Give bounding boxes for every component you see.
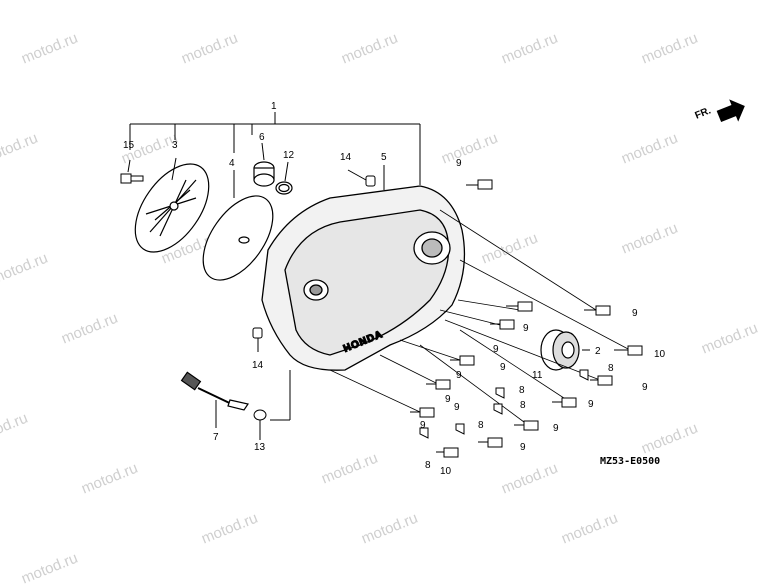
dowel-pin-14-top bbox=[365, 175, 376, 187]
callout-7: 7 bbox=[213, 432, 219, 443]
callout-3: 3 bbox=[172, 140, 178, 151]
callout-1: 1 bbox=[271, 101, 277, 112]
callout-10a: 10 bbox=[654, 349, 666, 360]
bolt-icons bbox=[410, 179, 643, 458]
case-cover: HONDA bbox=[261, 185, 466, 371]
callout-9k: 9 bbox=[642, 382, 648, 393]
bolt-15-icon bbox=[120, 173, 144, 184]
o-ring-12 bbox=[275, 181, 293, 195]
callout-9j: 9 bbox=[520, 442, 526, 453]
dowel-pin-14-bottom bbox=[252, 327, 263, 339]
washer-13 bbox=[253, 409, 267, 421]
callout-9d: 9 bbox=[493, 344, 499, 355]
callout-9b: 9 bbox=[632, 308, 638, 319]
callout-8a: 8 bbox=[520, 400, 526, 411]
callout-2: 2 bbox=[595, 346, 601, 357]
callout-9h: 9 bbox=[588, 399, 594, 410]
callout-9g: 9 bbox=[420, 420, 426, 431]
cap-6 bbox=[253, 161, 275, 187]
callout-15: 15 bbox=[123, 140, 135, 151]
callout-8e: 8 bbox=[519, 385, 525, 396]
callout-14a: 14 bbox=[340, 152, 352, 163]
callout-5: 5 bbox=[381, 152, 387, 163]
callout-8d: 8 bbox=[608, 363, 614, 374]
callout-11: 11 bbox=[532, 370, 543, 381]
disc-4 bbox=[202, 195, 274, 281]
callout-4: 4 bbox=[229, 158, 235, 169]
pulley-2 bbox=[540, 329, 580, 371]
callout-13: 13 bbox=[254, 442, 266, 453]
callout-14b: 14 bbox=[252, 360, 264, 371]
group-bracket bbox=[129, 112, 421, 185]
callout-10b: 10 bbox=[440, 466, 452, 477]
callout-9l: 9 bbox=[454, 402, 460, 413]
callout-labels: 1 2 3 4 5 6 7 8 8 8 8 8 9 9 9 9 9 9 9 9 … bbox=[123, 101, 666, 477]
callout-9c: 9 bbox=[523, 323, 529, 334]
callout-9e: 9 bbox=[456, 370, 462, 381]
callout-9i: 9 bbox=[553, 423, 559, 434]
front-direction-arrow-icon bbox=[716, 99, 745, 123]
cover-plate-3 bbox=[134, 163, 210, 253]
callout-9a: 9 bbox=[456, 158, 462, 169]
callout-8b: 8 bbox=[478, 420, 484, 431]
callout-8c: 8 bbox=[425, 460, 431, 471]
callout-12: 12 bbox=[283, 150, 295, 161]
dipstick-7 bbox=[180, 371, 249, 411]
diagram-code: MZ53-E0500 bbox=[600, 456, 661, 467]
leader-lines bbox=[329, 209, 631, 426]
callout-6: 6 bbox=[259, 132, 265, 143]
clip-icons bbox=[419, 369, 589, 439]
callout-9f: 9 bbox=[445, 394, 451, 405]
callout-9m: 9 bbox=[500, 362, 506, 373]
